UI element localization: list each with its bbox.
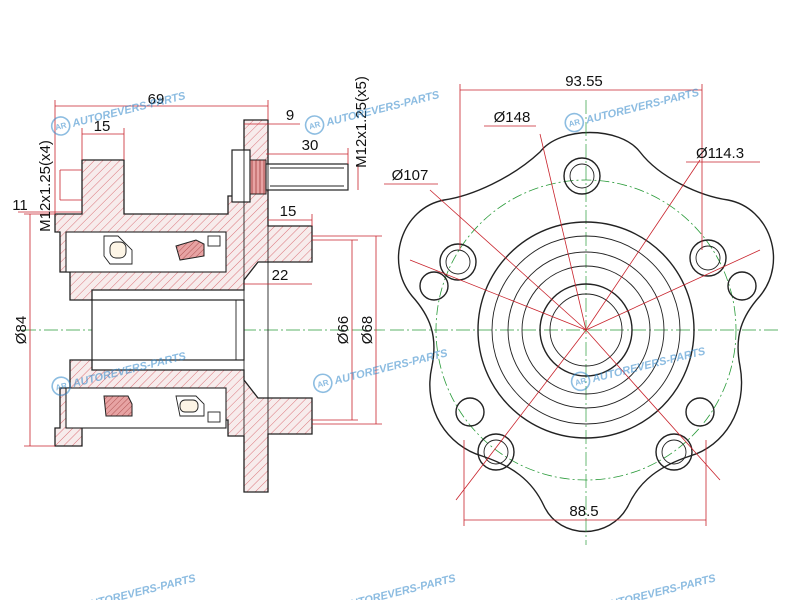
dim-thread-stud: M12x1.25(x5): [353, 76, 370, 168]
stud-hole: [689, 239, 727, 277]
side-view: 69 15 M12x1.25(x4) 11 Ø84 9 30 M12x1.25(…: [12, 76, 385, 493]
dim-bore-length: 22: [272, 267, 289, 284]
side-dimensions: [18, 100, 382, 447]
mount-hole: [727, 271, 757, 301]
svg-text:AR: AR: [55, 381, 69, 393]
svg-text:AR: AR: [568, 117, 582, 129]
stud-hole: [655, 433, 693, 471]
dim-pilot-length: 15: [280, 203, 297, 220]
svg-text:AUTOREVERS-PARTS: AUTOREVERS-PARTS: [600, 572, 717, 600]
svg-text:AR: AR: [574, 376, 588, 388]
bearing-elements-lower: [103, 395, 221, 423]
center-bore-inner: [549, 293, 623, 367]
pilot-outer-circle: [507, 251, 665, 409]
dim-pilot-d2: Ø68: [359, 316, 376, 344]
svg-text:AUTOREVERS-PARTS: AUTOREVERS-PARTS: [584, 87, 701, 127]
stud-holes: [439, 157, 727, 471]
dim-stud-length: 30: [302, 137, 319, 154]
stud-hole: [563, 157, 601, 195]
stud-hole: [439, 243, 477, 281]
mount-hole: [455, 397, 485, 427]
dim-lip-offset: 11: [12, 197, 28, 214]
pcd-circle: [435, 179, 737, 481]
dim-thread-hub: M12x1.25(x4): [37, 140, 54, 232]
bearing-race-lower: [65, 387, 227, 429]
svg-text:AUTOREVERS-PARTS: AUTOREVERS-PARTS: [590, 345, 707, 385]
svg-text:AUTOREVERS-PARTS: AUTOREVERS-PARTS: [340, 572, 457, 600]
svg-text:AR: AR: [308, 120, 322, 132]
mount-holes: [419, 271, 757, 427]
svg-text:AUTOREVERS-PARTS: AUTOREVERS-PARTS: [70, 90, 187, 130]
hub-bore: [91, 299, 245, 361]
dim-d148: Ø148: [494, 109, 531, 126]
svg-text:AR: AR: [54, 121, 68, 133]
watermark: AUTOREVERS-PARTS: [600, 572, 717, 600]
svg-text:AR: AR: [316, 378, 330, 390]
pilot-inner-circle: [521, 265, 651, 395]
front-construction-lines: [409, 133, 761, 501]
watermark: AUTOREVERS-PARTS: [340, 572, 457, 600]
dim-d107: Ø107: [392, 167, 429, 184]
dim-pcd: Ø114.3: [696, 145, 744, 162]
svg-text:AUTOREVERS-PARTS: AUTOREVERS-PARTS: [324, 89, 441, 129]
mount-hole: [419, 271, 449, 301]
dim-flange-offset: 15: [94, 118, 111, 135]
dim-hub-diameter: Ø84: [13, 316, 30, 344]
center-bore-outer: [539, 283, 633, 377]
front-view: 93.55 Ø148 Ø114.3 Ø107 88.5: [384, 73, 780, 545]
watermark: AUTOREVERS-PARTS: [80, 572, 197, 600]
stud-hole: [477, 433, 515, 471]
svg-text:AUTOREVERS-PARTS: AUTOREVERS-PARTS: [80, 572, 197, 600]
hub-step-circle: [491, 235, 681, 425]
dim-width-top: 93.55: [565, 73, 603, 90]
front-dimensions: [384, 84, 760, 526]
dim-width-bottom: 88.5: [569, 503, 598, 520]
flange-outline: [397, 131, 775, 533]
dim-stud-gap: 9: [286, 107, 294, 124]
wheel-stud: [231, 149, 349, 203]
mount-hole: [685, 397, 715, 427]
watermark: AR AUTOREVERS-PARTS: [50, 90, 187, 136]
watermark: AR AUTOREVERS-PARTS: [304, 89, 441, 135]
dim-overall-length: 69: [148, 91, 165, 108]
hub-face-circle: [477, 221, 695, 439]
bearing-elements-upper: [103, 235, 221, 265]
dim-pilot-d1: Ø66: [335, 316, 352, 344]
